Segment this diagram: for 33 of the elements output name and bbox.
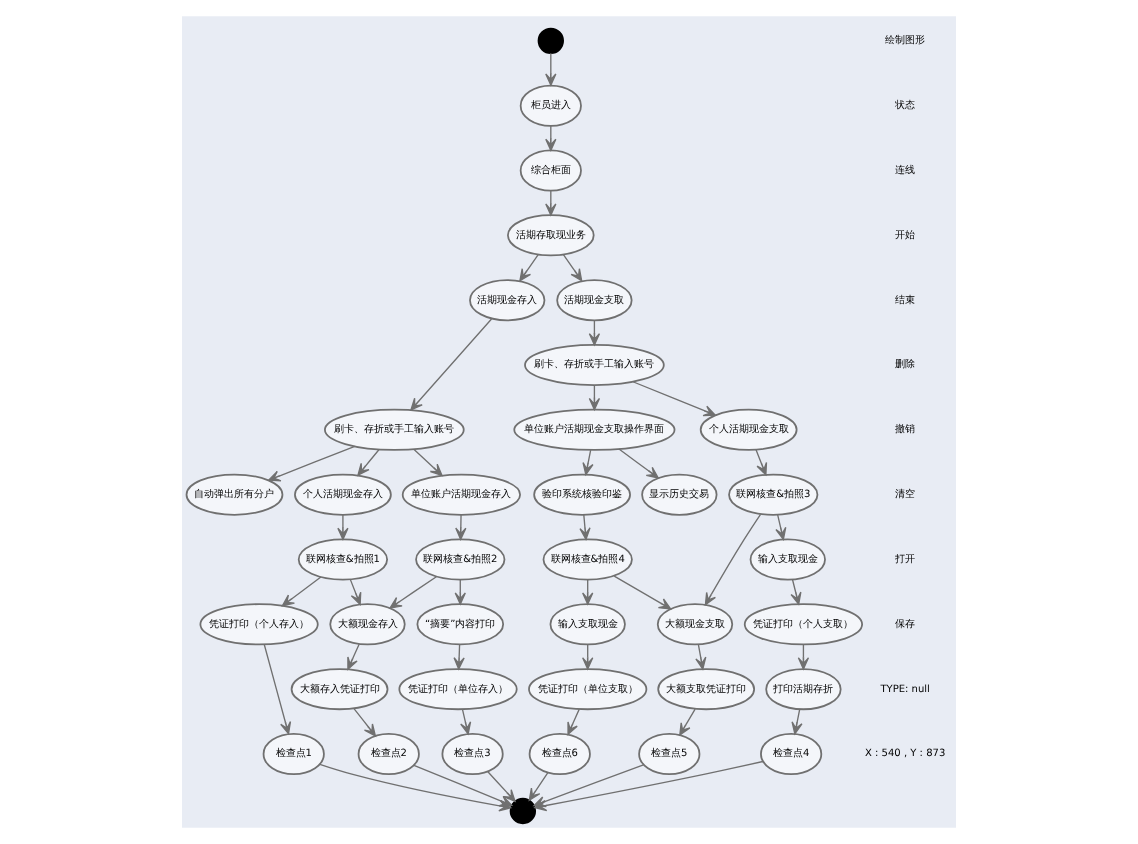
arrow	[281, 576, 322, 607]
arrow	[519, 253, 539, 282]
arrow	[579, 514, 591, 541]
arrow	[349, 578, 362, 606]
arrow	[337, 514, 349, 541]
arrow	[347, 643, 360, 670]
arrow	[353, 707, 377, 737]
arrow	[562, 253, 583, 282]
arrow	[460, 708, 472, 735]
arrow	[268, 445, 356, 482]
arrow	[357, 449, 380, 476]
arrow	[791, 708, 803, 735]
node-circle	[509, 797, 537, 825]
arrow	[755, 449, 768, 476]
arrow	[613, 575, 672, 610]
arrow	[679, 708, 696, 736]
arrow	[528, 772, 549, 801]
arrow	[704, 513, 762, 606]
arrow	[618, 448, 659, 479]
arrow	[545, 52, 557, 86]
arrow	[389, 576, 438, 609]
arrow	[632, 381, 716, 417]
arrow	[487, 770, 516, 803]
arrow	[413, 764, 513, 807]
arrow	[775, 514, 787, 541]
arrow	[263, 644, 292, 735]
arrow	[455, 514, 467, 541]
arrow	[582, 449, 594, 476]
arrow	[567, 708, 580, 735]
arrow	[410, 318, 493, 411]
node-circle	[537, 27, 564, 55]
arrow	[533, 764, 645, 808]
arrow	[413, 448, 443, 477]
